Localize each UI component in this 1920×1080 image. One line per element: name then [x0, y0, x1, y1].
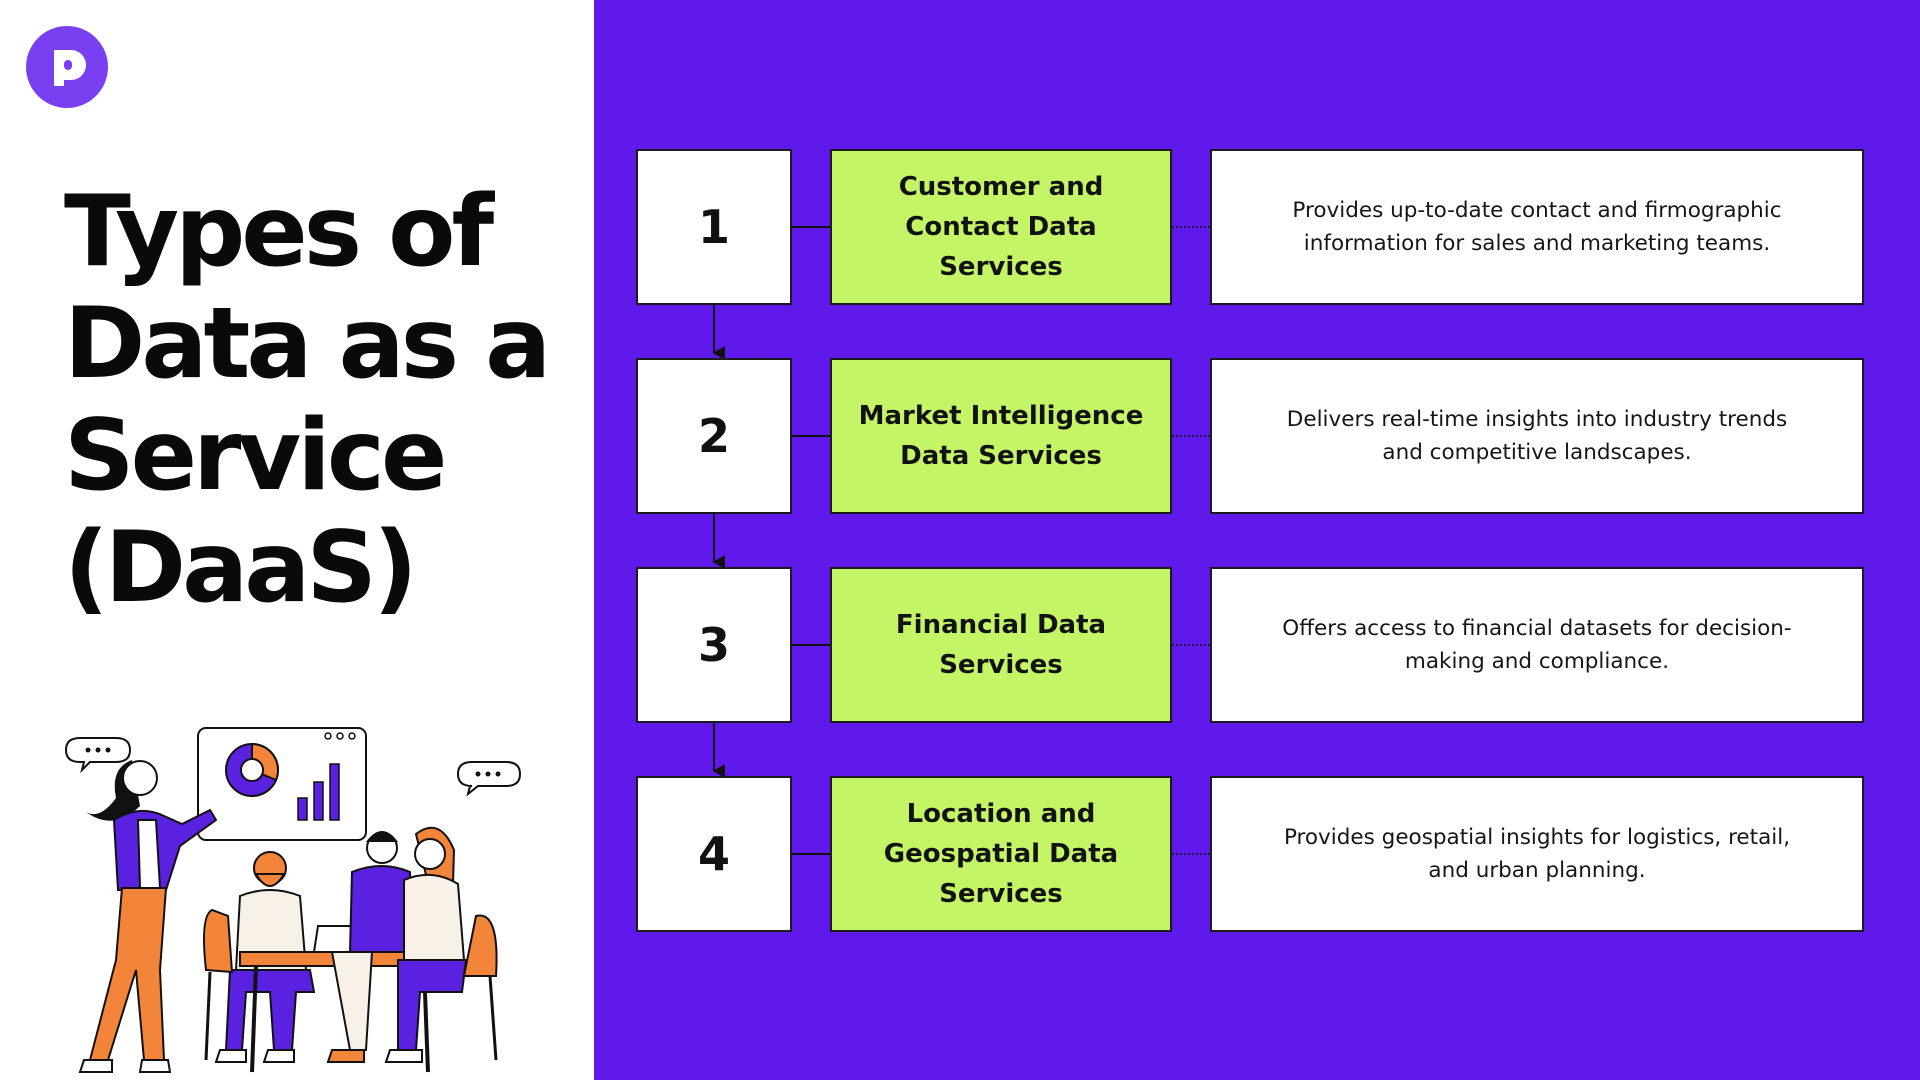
- step-name-2: Market Intelligence Data Services: [830, 358, 1172, 514]
- seated-woman-figure: [384, 826, 468, 1063]
- title-line: (DaaS): [64, 511, 418, 625]
- page-title: Types of Data as a Service (DaaS): [64, 176, 584, 624]
- step-description-2: Delivers real-time insights into industr…: [1210, 358, 1864, 514]
- title-line: Service: [64, 399, 447, 513]
- title-line: Types of: [64, 175, 494, 289]
- connector-lines: [712, 226, 1210, 855]
- step-number-3: 3: [636, 567, 792, 723]
- team-meeting-illustration: [64, 727, 522, 1073]
- step-name-1: Customer and Contact Data Services: [830, 149, 1172, 305]
- step-number-4: 4: [636, 776, 792, 932]
- step-description-4: Provides geospatial insights for logisti…: [1210, 776, 1864, 932]
- brand-logo-icon: [26, 26, 108, 108]
- steps-panel: 1 Customer and Contact Data Services Pro…: [594, 0, 1920, 1080]
- step-description-1: Provides up-to-date contact and firmogra…: [1210, 149, 1864, 305]
- seated-man-figure: [214, 851, 316, 1063]
- seated-colleague-figure: [326, 831, 416, 1063]
- step-number-2: 2: [636, 358, 792, 514]
- speech-bubble-left-icon: [64, 737, 132, 774]
- step-name-4: Location and Geospatial Data Services: [830, 776, 1172, 932]
- presenter-figure: [78, 760, 218, 1073]
- left-panel: Types of Data as a Service (DaaS): [0, 0, 594, 1080]
- title-line: Data as a: [64, 287, 551, 401]
- speech-bubble-right-icon: [456, 761, 522, 797]
- step-description-3: Offers access to financial datasets for …: [1210, 567, 1864, 723]
- presentation-board-icon: [197, 727, 367, 841]
- chair-icon: [203, 908, 498, 1061]
- step-name-3: Financial Data Services: [830, 567, 1172, 723]
- step-number-1: 1: [636, 149, 792, 305]
